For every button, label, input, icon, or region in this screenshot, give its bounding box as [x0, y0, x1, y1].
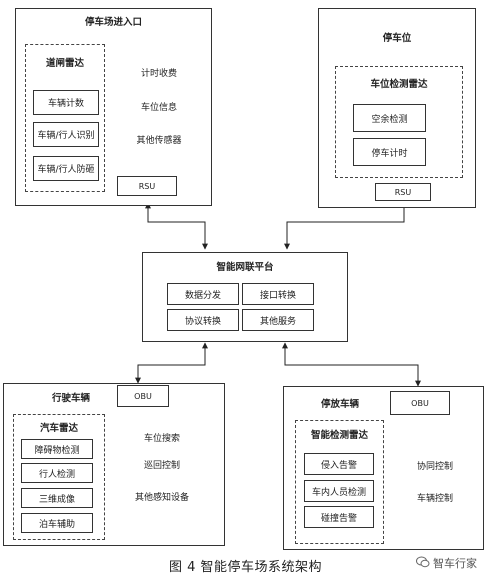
parking-spot-title: 停车位 — [382, 33, 412, 44]
parked-vehicle-side-item: 协同控制 — [416, 462, 453, 472]
parking-spot-rsu: RSU — [375, 183, 431, 201]
parking-spot-radar-item: 空余检测 — [353, 104, 426, 132]
moving-vehicle-title: 行驶车辆 — [51, 393, 90, 404]
entrance-radar-item: 车辆/行人防砸 — [33, 156, 99, 181]
parked-vehicle-title: 停放车辆 — [320, 399, 359, 410]
entrance-side-item: 其他传感器 — [136, 136, 182, 146]
entrance-radar-title: 道闸雷达 — [45, 58, 84, 69]
platform-item: 协议转换 — [167, 309, 239, 331]
moving-vehicle-radar-title: 汽车雷达 — [39, 423, 78, 434]
entrance-rsu: RSU — [117, 176, 177, 196]
wechat-logo-icon — [416, 556, 430, 571]
entrance-radar-item: 车辆计数 — [33, 90, 99, 115]
entrance-radar-group — [25, 44, 105, 192]
parked-vehicle-radar-item: 侵入告警 — [304, 453, 374, 475]
moving-vehicle-side-item: 车位搜索 — [143, 434, 180, 444]
moving-vehicle-radar-item: 泊车辅助 — [21, 513, 93, 533]
figure-caption: 图 4 智能停车场系统架构 — [168, 560, 323, 575]
moving-vehicle-radar-group — [13, 414, 105, 540]
entrance-side-item: 车位信息 — [140, 103, 177, 113]
moving-vehicle-radar-item: 行人检测 — [21, 463, 93, 483]
parked-vehicle-side-item: 车辆控制 — [416, 494, 453, 504]
moving-vehicle-side-item: 巡回控制 — [143, 461, 180, 471]
platform-moving-link — [135, 342, 208, 384]
moving-vehicle-obu: OBU — [117, 385, 169, 407]
moving-vehicle-radar-item: 三维成像 — [21, 488, 93, 508]
parking-spot-radar-item: 停车计时 — [353, 138, 426, 166]
platform-item: 接口转换 — [242, 283, 314, 305]
parking-platform-link — [284, 199, 407, 250]
platform-parked-link — [282, 342, 421, 387]
entrance-radar-item: 车辆/行人识别 — [33, 122, 99, 147]
parked-vehicle-radar-group — [295, 420, 384, 544]
parking-spot-radar-title: 车位检测雷达 — [370, 79, 428, 90]
parked-vehicle-radar-item: 碰撞告警 — [304, 506, 374, 528]
entrance-platform-link — [145, 202, 208, 250]
watermark-text: 智车行家 — [433, 557, 477, 570]
moving-vehicle-radar-item: 障碍物检测 — [21, 439, 93, 459]
parked-vehicle-radar-item: 车内人员检测 — [304, 480, 374, 502]
entrance-side-item: 计时收费 — [140, 69, 177, 79]
parked-vehicle-radar-title: 智能检测雷达 — [310, 430, 368, 441]
parking-spot-radar-group — [335, 66, 463, 178]
platform-item: 数据分发 — [167, 283, 239, 305]
moving-vehicle-side-item: 其他感知设备 — [134, 493, 189, 503]
entrance-title: 停车场进入口 — [84, 17, 142, 28]
platform-title: 智能网联平台 — [216, 262, 274, 273]
watermark: 智车行家 — [416, 555, 477, 571]
platform-item: 其他服务 — [242, 309, 314, 331]
parked-vehicle-obu: OBU — [390, 391, 450, 415]
